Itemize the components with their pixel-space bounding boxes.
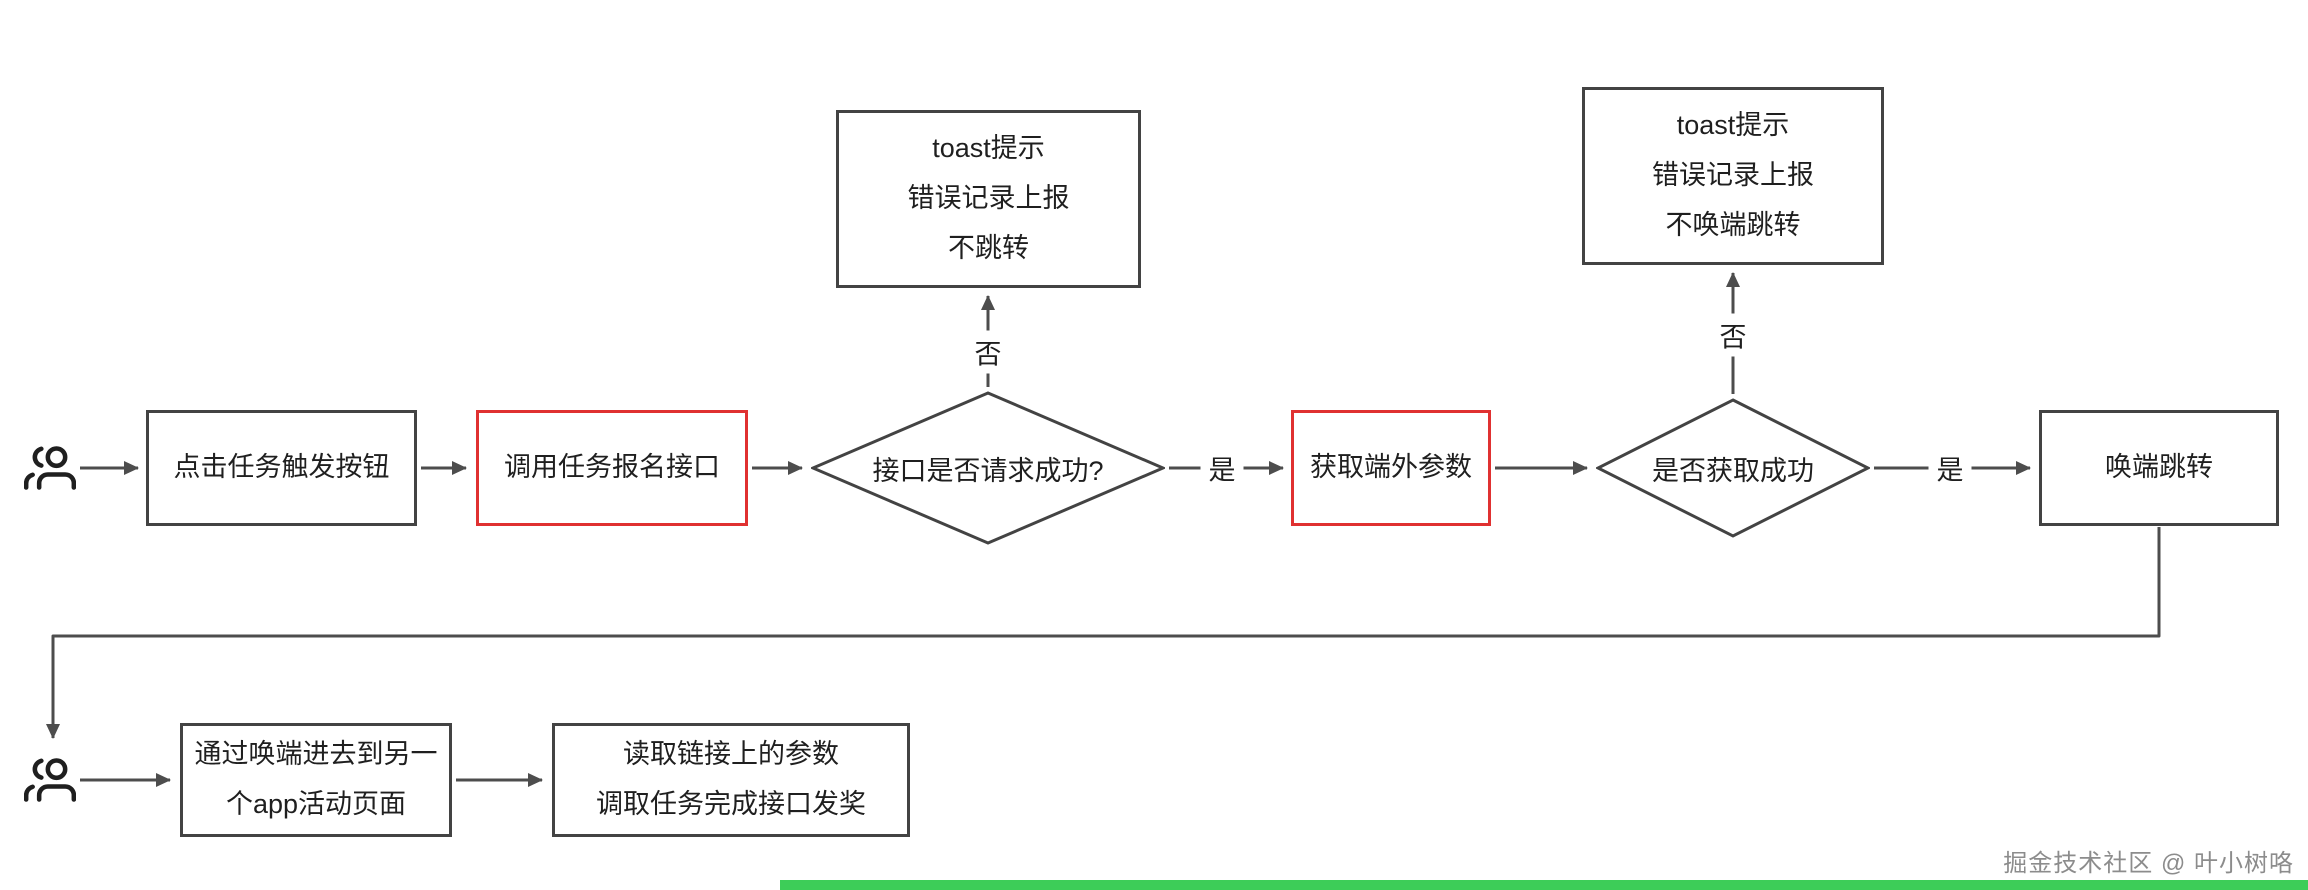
diamond-shape [1596,398,1870,538]
node-click-task-trigger-button: 点击任务触发按钮 [146,410,417,526]
diamond-shape [811,391,1165,545]
node-label: 唤端跳转 [2105,452,2213,483]
decision-label: 接口是否请求成功? [872,455,1104,486]
node-label: 获取端外参数 [1310,452,1472,483]
node-wake-app-jump: 唤端跳转 [2039,410,2279,526]
edge-label-no-1: 否 [966,330,1010,374]
decision-api-request-success: 接口是否请求成功? [811,391,1165,545]
edge-label-yes-1: 是 [1200,446,1244,490]
decision-get-success: 是否获取成功 [1596,398,1870,538]
node-call-task-signup-api: 调用任务报名接口 [476,410,748,526]
node-toast-error-no-jump: toast提示 错误记录上报 不跳转 [836,110,1141,288]
node-enter-other-app-activity-page: 通过唤端进去到另一 个app活动页面 [180,723,452,837]
arrow-step4-return-actor2 [46,527,2161,739]
node-label: 调用任务报名接口 [504,452,720,483]
node-toast-error-no-wake-jump: toast提示 错误记录上报 不唤端跳转 [1582,87,1884,265]
node-label: 读取链接上的参数 调取任务完成接口发奖 [596,739,866,819]
watermark-text: 掘金技术社区 @ 叶小树咯 [2003,850,2294,877]
decision-label: 是否获取成功 [1652,455,1814,486]
user-group-icon [24,754,76,806]
user-group-icon [24,442,76,494]
node-get-external-params: 获取端外参数 [1291,410,1491,526]
node-label: toast提示 错误记录上报 不跳转 [907,133,1070,263]
edge-label-yes-2: 是 [1928,446,1972,490]
node-label: toast提示 错误记录上报 不唤端跳转 [1652,110,1814,240]
edge-label-no-2: 否 [1711,313,1755,357]
node-label: 通过唤端进去到另一 个app活动页面 [194,739,438,819]
bottom-green-bar [780,880,2308,890]
node-read-link-params-complete-task: 读取链接上的参数 调取任务完成接口发奖 [552,723,910,837]
node-label: 点击任务触发按钮 [173,452,390,483]
